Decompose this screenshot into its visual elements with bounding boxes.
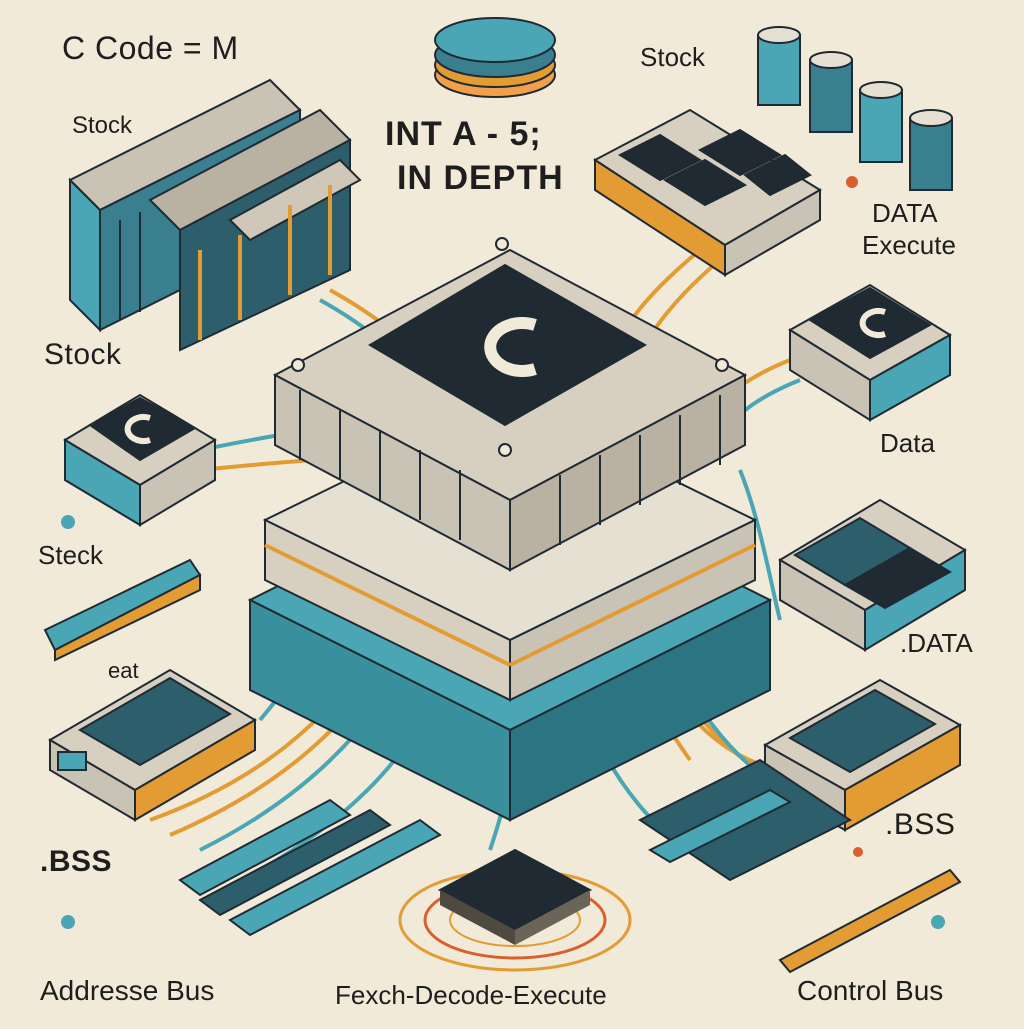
stock-cylinders xyxy=(757,26,953,191)
fetch-decode-chip xyxy=(398,848,632,972)
top-coin-stack xyxy=(434,17,556,98)
data-label-right: Data xyxy=(880,428,935,458)
fetch-decode-execute-label: Fexch-Decode-Execute xyxy=(335,980,607,1010)
steck-label: Steck xyxy=(38,540,104,570)
control-bus-label: Control Bus xyxy=(797,975,944,1006)
address-bus-label: Addresse Bus xyxy=(40,975,215,1006)
right-c-chip xyxy=(788,283,952,422)
execute-label: Execute xyxy=(862,230,956,260)
data-chip-board xyxy=(593,108,822,277)
bss-label-left: .BSS xyxy=(40,845,113,878)
stock-label-mid-left: Stock xyxy=(44,338,122,371)
decorative-dots xyxy=(61,176,945,929)
c-code-label: C Code = M xyxy=(62,30,239,66)
address-bus-rails xyxy=(178,798,442,937)
stock-label-top-left: Stock xyxy=(72,112,133,139)
right-memory-blocks xyxy=(778,498,967,652)
left-memory-stick xyxy=(43,558,202,662)
title-line-1: INT A - 5; xyxy=(385,115,542,153)
eat-label: eat xyxy=(108,658,139,683)
data-label-upper: DATA xyxy=(872,198,938,228)
stock-label-top-right: Stock xyxy=(640,42,706,72)
title-line-2: IN DEPTH xyxy=(397,159,564,197)
data-label-right-lower: .DATA xyxy=(900,628,973,658)
stack-memory-books xyxy=(68,78,362,352)
left-bus-block xyxy=(48,668,257,822)
left-c-chip xyxy=(63,393,217,527)
control-bus-rails xyxy=(638,758,962,974)
cpu-tower xyxy=(247,237,773,822)
bss-label-right: .BSS xyxy=(885,808,956,841)
title: INT A - 5; IN DEPTH xyxy=(385,112,564,200)
